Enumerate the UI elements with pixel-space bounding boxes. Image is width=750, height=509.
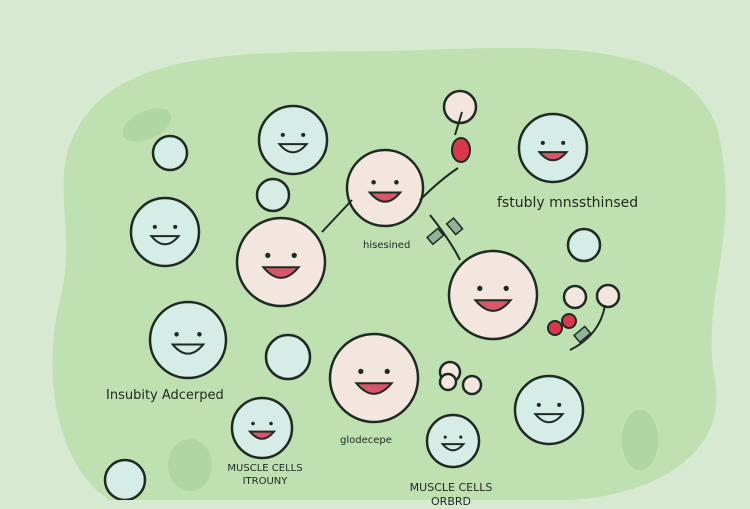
cell (425, 413, 481, 469)
smiley-face-icon (354, 368, 394, 395)
cell (151, 134, 189, 172)
cell (255, 177, 291, 213)
cell (517, 112, 589, 184)
arrow (429, 214, 461, 261)
faint-blob (168, 439, 212, 491)
cell (447, 249, 539, 341)
arrow (321, 199, 353, 233)
smiley-face-icon (170, 332, 206, 355)
cell (345, 148, 425, 228)
smiley-face-icon (261, 252, 301, 279)
insulin-molecule (547, 320, 563, 336)
cell (562, 284, 588, 310)
smiley-face-icon (533, 402, 565, 424)
smiley-face-icon (473, 285, 513, 312)
cell (328, 332, 420, 424)
label-line: ORBRD (431, 495, 471, 508)
cell (257, 104, 329, 176)
label-line: MUSCLE CELLS (227, 463, 303, 474)
receptor-icon (445, 217, 464, 236)
cell (148, 300, 228, 380)
faint-blob (122, 108, 172, 142)
smiley-face-icon (247, 421, 277, 440)
receptor-icon (573, 325, 592, 344)
insulin-molecule (451, 137, 471, 163)
cell (513, 374, 585, 446)
cell (230, 396, 294, 460)
smiley-face-icon (537, 140, 569, 162)
cell (461, 374, 483, 396)
cell (438, 372, 458, 392)
cell (103, 458, 147, 500)
smiley-face-icon (149, 224, 181, 246)
label-muscle-cells-2: MUSCLE CELLS ORBRD (405, 481, 497, 509)
cell (235, 216, 327, 308)
smiley-face-icon (367, 180, 403, 203)
cell (264, 333, 312, 381)
label-muscle-cells-1: MUSCLE CELLS ITROUNY (222, 462, 308, 488)
smiley-face-icon (277, 132, 309, 154)
smiley-face-icon (440, 435, 466, 452)
label-bottom-center: glodecepe (340, 435, 392, 446)
label-line: MUSCLE CELLS (409, 481, 493, 494)
receptor-icon (426, 227, 445, 246)
arrow (419, 167, 459, 201)
arrow (454, 111, 463, 136)
label-line: ITROUNY (242, 476, 288, 487)
cell (129, 196, 201, 268)
cell (595, 283, 621, 309)
label-left: Insubity Adcerped (106, 388, 224, 403)
faint-blob (622, 410, 658, 470)
insulin-molecule (561, 313, 577, 329)
cell (442, 89, 478, 125)
arrow (569, 304, 606, 351)
cell (566, 227, 602, 263)
label-top-right: fstubly mnssthinsed (497, 195, 639, 211)
label-center-small: hisesined (363, 240, 411, 251)
